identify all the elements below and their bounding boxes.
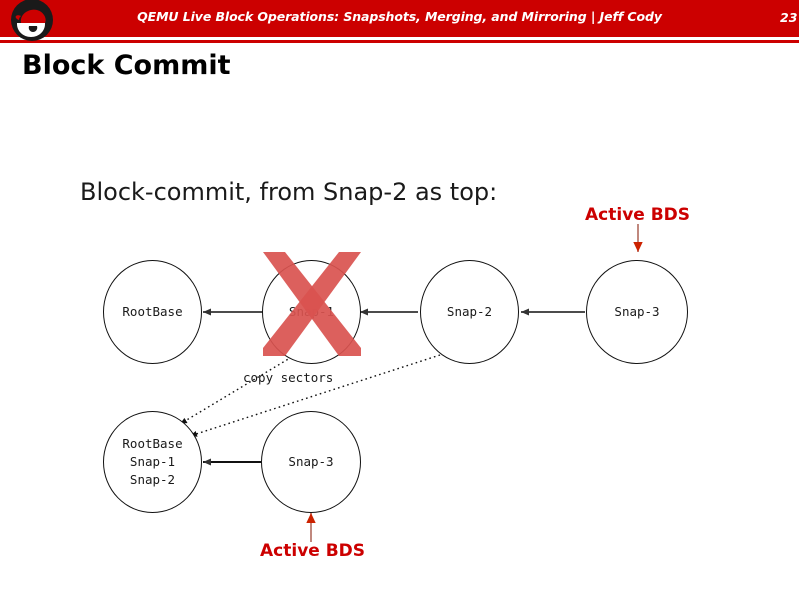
node-rootbase[interactable]: RootBase	[103, 260, 202, 364]
header-divider-accent	[0, 40, 799, 43]
node-snap-1[interactable]: Snap-1	[262, 260, 361, 364]
active-bds-label-top: Active BDS	[585, 205, 691, 225]
deck-title: QEMU Live Block Operations: Snapshots, M…	[137, 9, 662, 24]
node-snap-3[interactable]: Snap-3	[586, 260, 688, 364]
node-label: Snap-3	[288, 453, 334, 469]
node-label: Snap-2	[446, 303, 493, 319]
node-label: RootBase	[122, 435, 183, 451]
page-number: 23	[780, 10, 798, 25]
page-title: Block Commit	[22, 50, 231, 81]
node-label: Snap-3	[614, 303, 660, 319]
slide-subtitle: Block-commit, from Snap-2 as top:	[80, 178, 498, 206]
node-merged-base[interactable]: RootBase Snap-1 Snap-2	[103, 411, 202, 513]
node-label: RootBase	[122, 303, 183, 319]
node-label: Snap-1	[288, 303, 335, 319]
header-bar	[0, 0, 799, 37]
node-label: Snap-1	[129, 453, 176, 469]
node-snap-2[interactable]: Snap-2	[420, 260, 519, 364]
red-hat-shadowman-logo	[6, 0, 58, 44]
active-bds-label-bottom: Active BDS	[260, 541, 366, 561]
copy-sectors-label: copy sectors	[243, 370, 334, 385]
header-divider	[0, 37, 799, 40]
node-snap-3-bottom[interactable]: Snap-3	[261, 411, 361, 513]
node-label: Snap-2	[129, 472, 176, 488]
